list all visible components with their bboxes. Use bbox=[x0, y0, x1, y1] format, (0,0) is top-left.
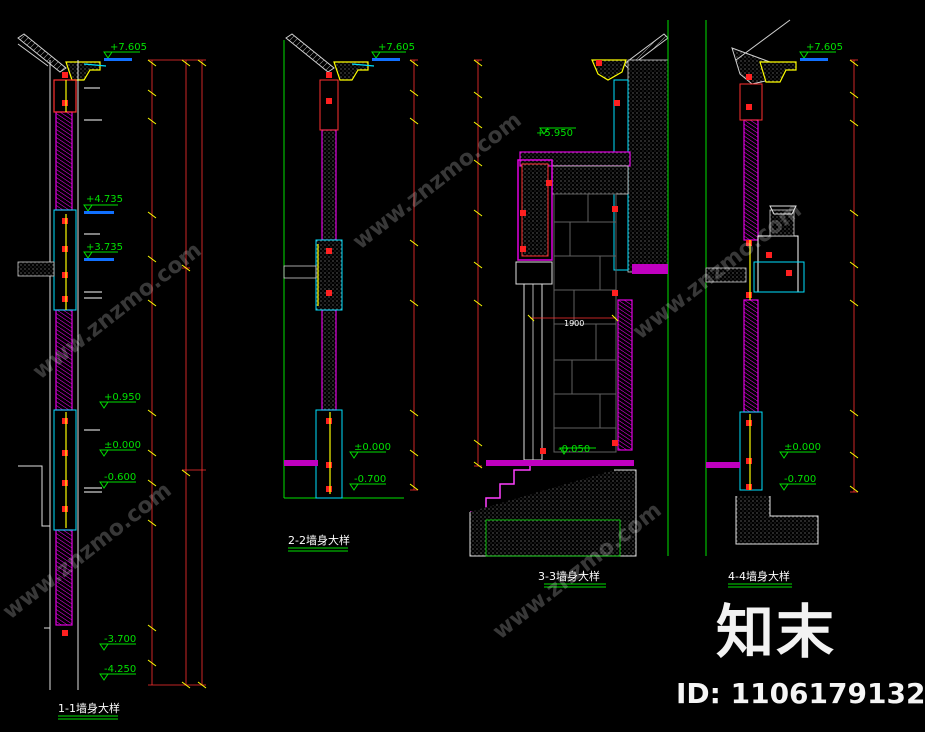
site-watermark: www.znzmo.com www.znzmo.com www.znzmo.co… bbox=[0, 108, 807, 645]
section-title: 4-4墙身大样 bbox=[728, 569, 790, 583]
level-label: +7.605 bbox=[110, 42, 147, 53]
watermark-id: ID: 1106179132 bbox=[676, 677, 925, 710]
level-label: -4.250 bbox=[104, 664, 136, 675]
section-4-4: +7.605 ±0.000 -0.700 4-4墙身大样 bbox=[705, 19, 859, 588]
section-title: 3-3墙身大样 bbox=[538, 569, 600, 583]
section-2-2: +7.605 ±0.000 -0.700 2-2墙身大样 bbox=[283, 33, 419, 552]
level-label: -3.700 bbox=[104, 634, 136, 645]
level-label: ±0.000 bbox=[354, 442, 391, 453]
level-label: +5.950 bbox=[536, 128, 573, 139]
section-3-3: +5.950 -0.050 1900 3-3墙身大样 bbox=[469, 20, 669, 588]
level-label: +7.605 bbox=[378, 42, 415, 53]
level-label: ±0.000 bbox=[784, 442, 821, 453]
watermark-text: www.znzmo.com bbox=[348, 108, 526, 255]
section-title: 1-1墙身大样 bbox=[58, 701, 120, 715]
level-label: +0.950 bbox=[104, 392, 141, 403]
level-label: -0.050 bbox=[558, 444, 590, 455]
level-label: +3.735 bbox=[86, 242, 123, 253]
section-1-1: +7.605 +4.735 +3.735 +0.950 ±0.000 -0.60… bbox=[17, 33, 207, 720]
watermark-text: www.znzmo.com bbox=[28, 238, 206, 385]
watermark-logo: 知末 bbox=[716, 598, 837, 666]
dimension-label: 1900 bbox=[564, 319, 584, 328]
level-label: ±0.000 bbox=[104, 440, 141, 451]
level-label: -0.600 bbox=[104, 472, 136, 483]
section-title: 2-2墙身大样 bbox=[288, 533, 350, 547]
level-label: -0.700 bbox=[354, 474, 386, 485]
level-label: +7.605 bbox=[806, 42, 843, 53]
level-label: -0.700 bbox=[784, 474, 816, 485]
level-label: +4.735 bbox=[86, 194, 123, 205]
watermark-text: www.znzmo.com bbox=[0, 478, 177, 625]
